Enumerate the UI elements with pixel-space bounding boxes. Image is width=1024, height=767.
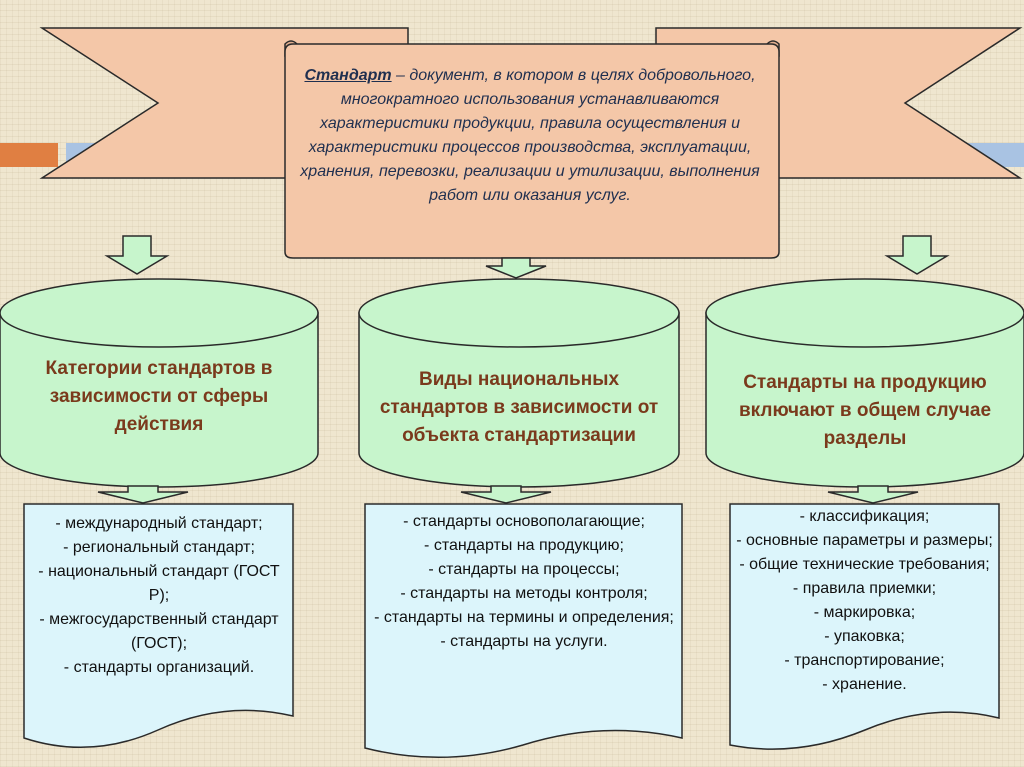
arrow-cylinder-3-to-list xyxy=(827,485,919,504)
list-item: - хранение. xyxy=(822,676,907,693)
list-item: - маркировка; xyxy=(813,604,916,621)
list-item: - региональный стандарт; xyxy=(63,539,255,556)
list-box-1 xyxy=(23,503,294,749)
arrow-cylinder-1-to-list xyxy=(97,485,189,504)
list-item: - общие технические требования; xyxy=(739,556,990,573)
category-title-1: Категории стандартов в зависимости от сф… xyxy=(45,358,273,435)
definition-text: – документ, в котором в целях добровольн… xyxy=(300,67,760,204)
category-cylinder-1 xyxy=(0,278,319,488)
category-list-3: - классификация; - основные параметры и … xyxy=(732,505,997,697)
category-title-2: Виды национальных стандартов в зависимос… xyxy=(379,369,659,446)
list-item: - правила приемки; xyxy=(792,580,937,597)
list-item: - межгосударственный стандарт (ГОСТ); xyxy=(39,611,279,652)
list-item: - стандарты на услуги. xyxy=(440,633,608,650)
arrow-down-right xyxy=(884,235,950,275)
list-item: - транспортирование; xyxy=(784,652,945,669)
category-list-2: - стандарты основополагающие; - стандарт… xyxy=(374,510,674,654)
arrow-down-center xyxy=(485,257,547,279)
list-box-3 xyxy=(729,503,1000,750)
definition-term: Стандарт xyxy=(304,67,392,84)
list-item: - стандарты организаций. xyxy=(63,659,255,676)
standard-definition: Стандарт – документ, в котором в целях д… xyxy=(300,64,760,254)
arrow-cylinder-2-to-list xyxy=(460,485,552,504)
list-box-2 xyxy=(364,503,683,759)
accent-stripe-orange xyxy=(0,143,58,167)
list-item: - международный стандарт; xyxy=(55,515,263,532)
list-item: - классификация; xyxy=(799,508,930,525)
list-item: - основные параметры и размеры; xyxy=(736,532,993,549)
list-item: - национальный стандарт (ГОСТ Р); xyxy=(38,563,280,604)
banner-center-scroll xyxy=(284,43,780,259)
list-item: - стандарты на процессы; xyxy=(428,561,620,578)
category-title-3: Стандарты на продукцию включают в общем … xyxy=(738,372,992,449)
category-cylinder-2 xyxy=(358,278,680,488)
list-item: - стандарты на продукцию; xyxy=(424,537,624,554)
category-list-1: - международный стандарт; - региональный… xyxy=(30,512,288,680)
list-item: - стандарты основополагающие; xyxy=(403,513,645,530)
list-item: - стандарты на термины и определения; xyxy=(374,609,674,626)
arrow-down-left xyxy=(104,235,170,275)
list-item: - стандарты на методы контроля; xyxy=(400,585,648,602)
list-item: - упаковка; xyxy=(824,628,905,645)
